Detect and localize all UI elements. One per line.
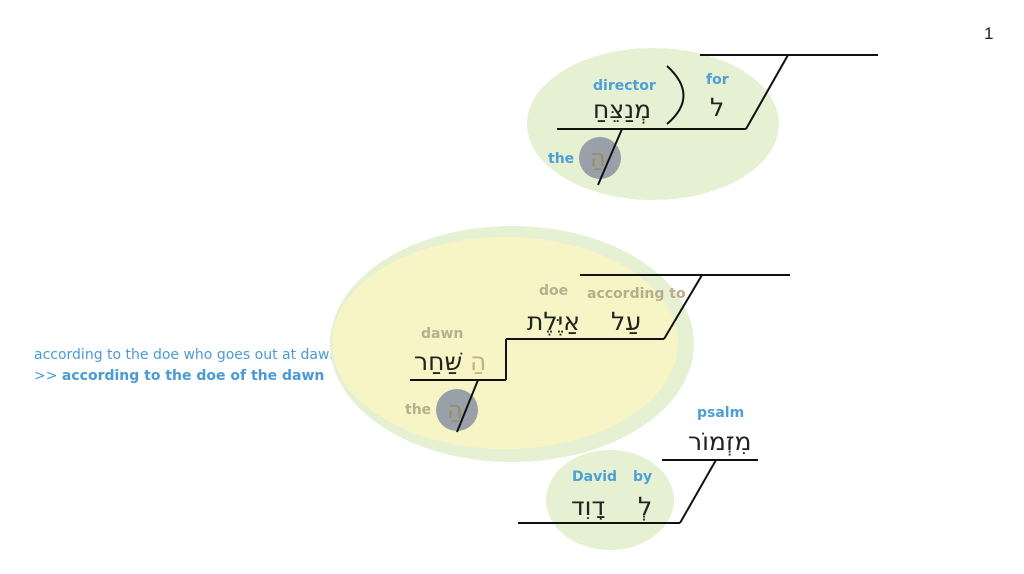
director-slant-line bbox=[745, 54, 789, 130]
hebrew-david: דָוִד bbox=[571, 492, 605, 521]
gloss-the-doe: the bbox=[405, 402, 431, 418]
doe-group: according to עַל doe אַיֶּלֶת dawn שַּׁח… bbox=[330, 226, 790, 462]
psalm-by-highlight bbox=[546, 450, 674, 550]
director-bracket bbox=[666, 65, 685, 125]
chosen-marker: >> bbox=[34, 368, 58, 384]
hebrew-shachar: שַּׁחַר bbox=[414, 347, 462, 376]
gloss-for: for bbox=[706, 72, 729, 88]
hebrew-ayelet: אַיֶּלֶת bbox=[527, 307, 580, 336]
gloss-by: by bbox=[633, 469, 652, 485]
chosen-translation-line: >> according to the doe of the dawn bbox=[34, 366, 338, 387]
gloss-according-to: according to bbox=[587, 286, 686, 302]
director-article-circle bbox=[579, 137, 621, 179]
gloss-psalm: psalm bbox=[697, 405, 744, 421]
alternative-translation: according to the doe who goes out at daw… bbox=[34, 347, 339, 363]
gloss-doe: doe bbox=[539, 283, 568, 299]
page-number: 1 bbox=[984, 24, 994, 43]
gloss-the-director: the bbox=[548, 151, 574, 167]
hebrew-article-dawn: הַ bbox=[470, 347, 486, 376]
director-article-line bbox=[597, 128, 623, 186]
psalm-slant-line bbox=[679, 459, 717, 524]
gloss-david: David bbox=[572, 469, 617, 485]
hebrew-article-director: הַ bbox=[590, 144, 606, 172]
translation-note: according to the doe who goes out at daw… bbox=[34, 345, 338, 387]
director-group-highlight bbox=[527, 48, 779, 200]
doe-slant-line bbox=[663, 274, 703, 340]
gloss-director: director bbox=[593, 78, 656, 94]
hebrew-lamed: ל bbox=[710, 93, 724, 122]
hebrew-article-doe: הַ bbox=[447, 396, 463, 424]
psalm-group: psalm מִזְמוֹר by לְ David דָוִד bbox=[518, 405, 758, 550]
director-group: for ל director מְנַצֵּחַ the הַ bbox=[527, 48, 878, 200]
chosen-translation: according to the doe of the dawn bbox=[61, 368, 325, 384]
hebrew-menatseach: מְנַצֵּחַ bbox=[593, 95, 651, 124]
doe-article-circle bbox=[436, 389, 478, 431]
hebrew-mizmor: מִזְמוֹר bbox=[688, 427, 752, 456]
hebrew-al: עַל bbox=[611, 307, 641, 336]
gloss-dawn: dawn bbox=[421, 326, 463, 342]
hebrew-le: לְ bbox=[638, 492, 652, 521]
doe-article-line bbox=[456, 379, 479, 433]
